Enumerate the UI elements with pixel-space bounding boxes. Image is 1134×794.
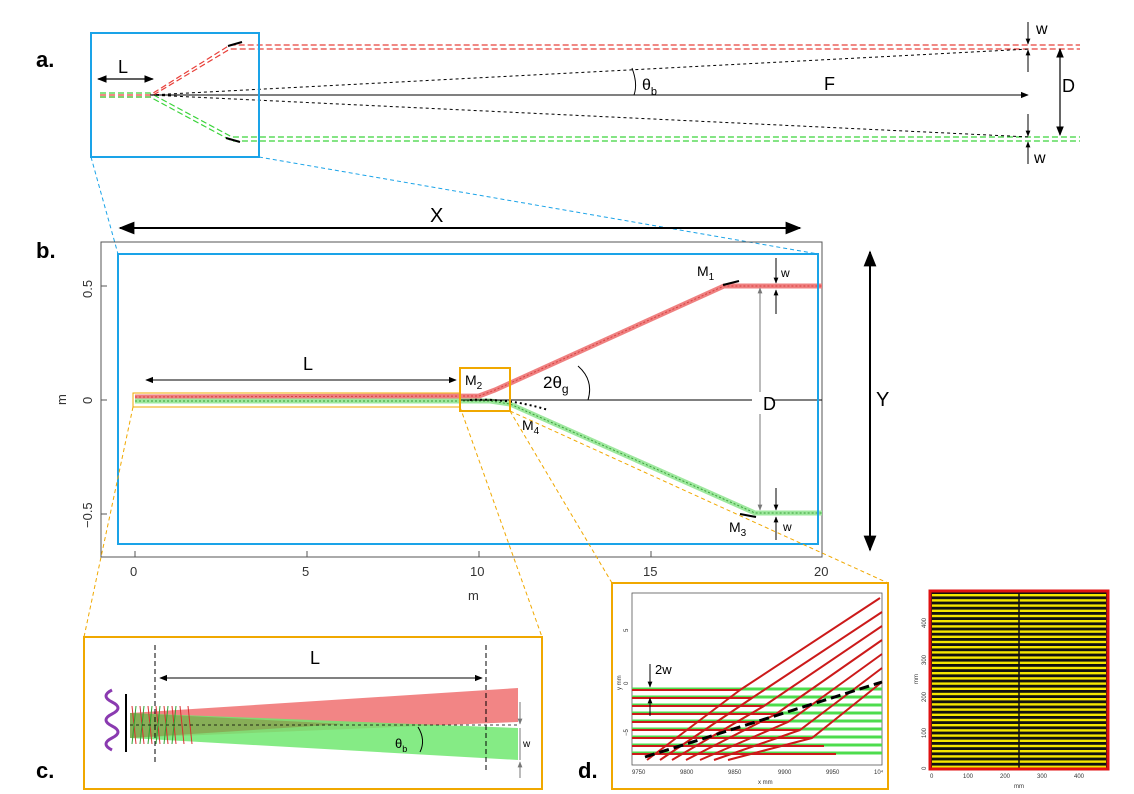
panel-b-M4-curve xyxy=(469,398,549,411)
panel-b-ylabel: m xyxy=(54,394,69,405)
stripe-map-border xyxy=(928,589,1110,771)
panel-d: d. xyxy=(578,582,889,790)
panel-c-overlap xyxy=(130,713,345,738)
panel-b-w-bottom: w xyxy=(782,520,792,534)
panel-a-sightlines xyxy=(149,48,1031,138)
panel-b-red-beam xyxy=(134,283,822,400)
panel-b-mirror-M1 xyxy=(722,280,740,286)
map-ytick-1: 300 xyxy=(922,654,928,665)
panel-b-xtick-4: 20 xyxy=(814,564,828,579)
map-ytick-2: 200 xyxy=(922,691,928,702)
panel-d-ylabel: y mm xyxy=(617,675,623,690)
panel-a: a. F θb L D w xyxy=(36,21,1080,167)
map-xtick-1: 100 xyxy=(963,774,974,780)
map-xtick-2: 200 xyxy=(1000,774,1011,780)
panel-c-L-label: L xyxy=(310,648,320,668)
panel-b-ytick-2: −0.5 xyxy=(80,502,95,528)
panel-a-theta: θb xyxy=(642,77,657,98)
panel-d-xtick-0: 9750 xyxy=(632,770,646,776)
panel-d-xtick-2: 9850 xyxy=(728,770,742,776)
panel-d-xlabel: x mm xyxy=(758,780,773,786)
panel-b-blue-frame xyxy=(117,253,819,545)
panel-a-zoom-box xyxy=(90,32,260,158)
map-xtick-3: 300 xyxy=(1037,774,1048,780)
panel-a-w-top: w xyxy=(1035,21,1048,38)
panel-b-ticks xyxy=(101,285,823,557)
map-xtick-4: 400 xyxy=(1074,774,1085,780)
panel-b-M2-label: M2 xyxy=(465,372,483,392)
map-xtick-0: 0 xyxy=(930,774,934,780)
panel-d-2w-label: 2w xyxy=(655,662,672,677)
panel-b-X-label: X xyxy=(430,205,443,227)
panel-a-mirror-top xyxy=(227,41,243,47)
panel-b-M3-label: M3 xyxy=(729,519,747,539)
panel-d-ytick-0: 5 xyxy=(624,628,630,632)
panel-b-xtick-3: 15 xyxy=(643,564,657,579)
map-ytick-0: 400 xyxy=(922,617,928,628)
panel-d-xtick-3: 9900 xyxy=(778,770,792,776)
panel-d-ytick-1: 0 xyxy=(624,681,630,685)
panel-a-mirror-bottom xyxy=(225,137,241,143)
panel-b-M4-label: M4 xyxy=(522,417,540,437)
panel-d-frame xyxy=(611,582,889,790)
panel-b-green-beam xyxy=(135,398,822,516)
panel-d-stripe-map: 0 100 200 300 400 mm 400 300 200 100 0 m… xyxy=(914,589,1110,790)
panel-c-wave xyxy=(104,688,120,752)
panel-a-D-label: D xyxy=(1062,76,1075,96)
panel-b-L-label: L xyxy=(303,354,313,374)
panel-a-L-label: L xyxy=(118,57,128,77)
panel-b-D-bg xyxy=(752,392,772,414)
panel-d-xtick-4: 9950 xyxy=(826,770,840,776)
map-ylabel: mm xyxy=(914,674,920,684)
panel-c-theta: θb xyxy=(395,736,407,754)
panel-b-angle: 2θg xyxy=(543,373,569,396)
panel-a-theta-arc xyxy=(631,67,637,96)
panel-d-mirror xyxy=(644,680,883,759)
panel-a-red-beam xyxy=(100,44,1080,98)
panel-a-label: a. xyxy=(36,47,54,72)
panel-a-F-label: F xyxy=(824,74,835,94)
panel-c-theta-arc xyxy=(417,726,424,753)
zoom-connectors-bc-bd xyxy=(83,406,889,638)
panel-b: b. X Y 0 5 10 15 20 m 0.5 0 −0.5 m xyxy=(36,205,889,603)
panel-b-orange-box-M2 xyxy=(459,367,511,412)
panel-b-xlabel: m xyxy=(468,588,479,603)
panel-d-plot-frame xyxy=(631,592,883,766)
panel-c-w-label: w xyxy=(522,739,531,750)
map-ytick-3: 100 xyxy=(922,727,928,738)
panel-b-w-top: w xyxy=(780,266,790,280)
panel-a-green-beam xyxy=(100,92,1080,142)
panel-b-ytick-0: 0.5 xyxy=(80,280,95,298)
panel-d-label: d. xyxy=(578,758,598,783)
panel-b-angle-arc xyxy=(577,365,591,401)
panel-b-mirror-M3 xyxy=(739,513,757,518)
panel-b-ytick-1: 0 xyxy=(80,397,95,404)
panel-b-xtick-2: 10 xyxy=(470,564,484,579)
panel-c: c. L θb xyxy=(36,636,543,790)
panel-a-w-bottom: w xyxy=(1033,150,1046,167)
panel-b-D-label: D xyxy=(763,394,776,414)
map-xlabel: mm xyxy=(1014,784,1024,790)
panel-b-label: b. xyxy=(36,238,56,263)
panel-b-xtick-1: 5 xyxy=(302,564,309,579)
panel-d-xtick-5: 10⁴ xyxy=(874,769,884,776)
panel-d-ytick-2: −5 xyxy=(624,728,630,736)
panel-b-Y-label: Y xyxy=(876,389,889,411)
panel-b-xtick-0: 0 xyxy=(130,564,137,579)
panel-c-dashed-verticals xyxy=(154,645,487,773)
map-ytick-4: 0 xyxy=(922,766,928,770)
panel-c-label: c. xyxy=(36,758,54,783)
panel-d-xtick-1: 9800 xyxy=(680,770,694,776)
zoom-connectors-ab xyxy=(90,156,819,255)
panel-b-M1-label: M1 xyxy=(697,263,715,283)
